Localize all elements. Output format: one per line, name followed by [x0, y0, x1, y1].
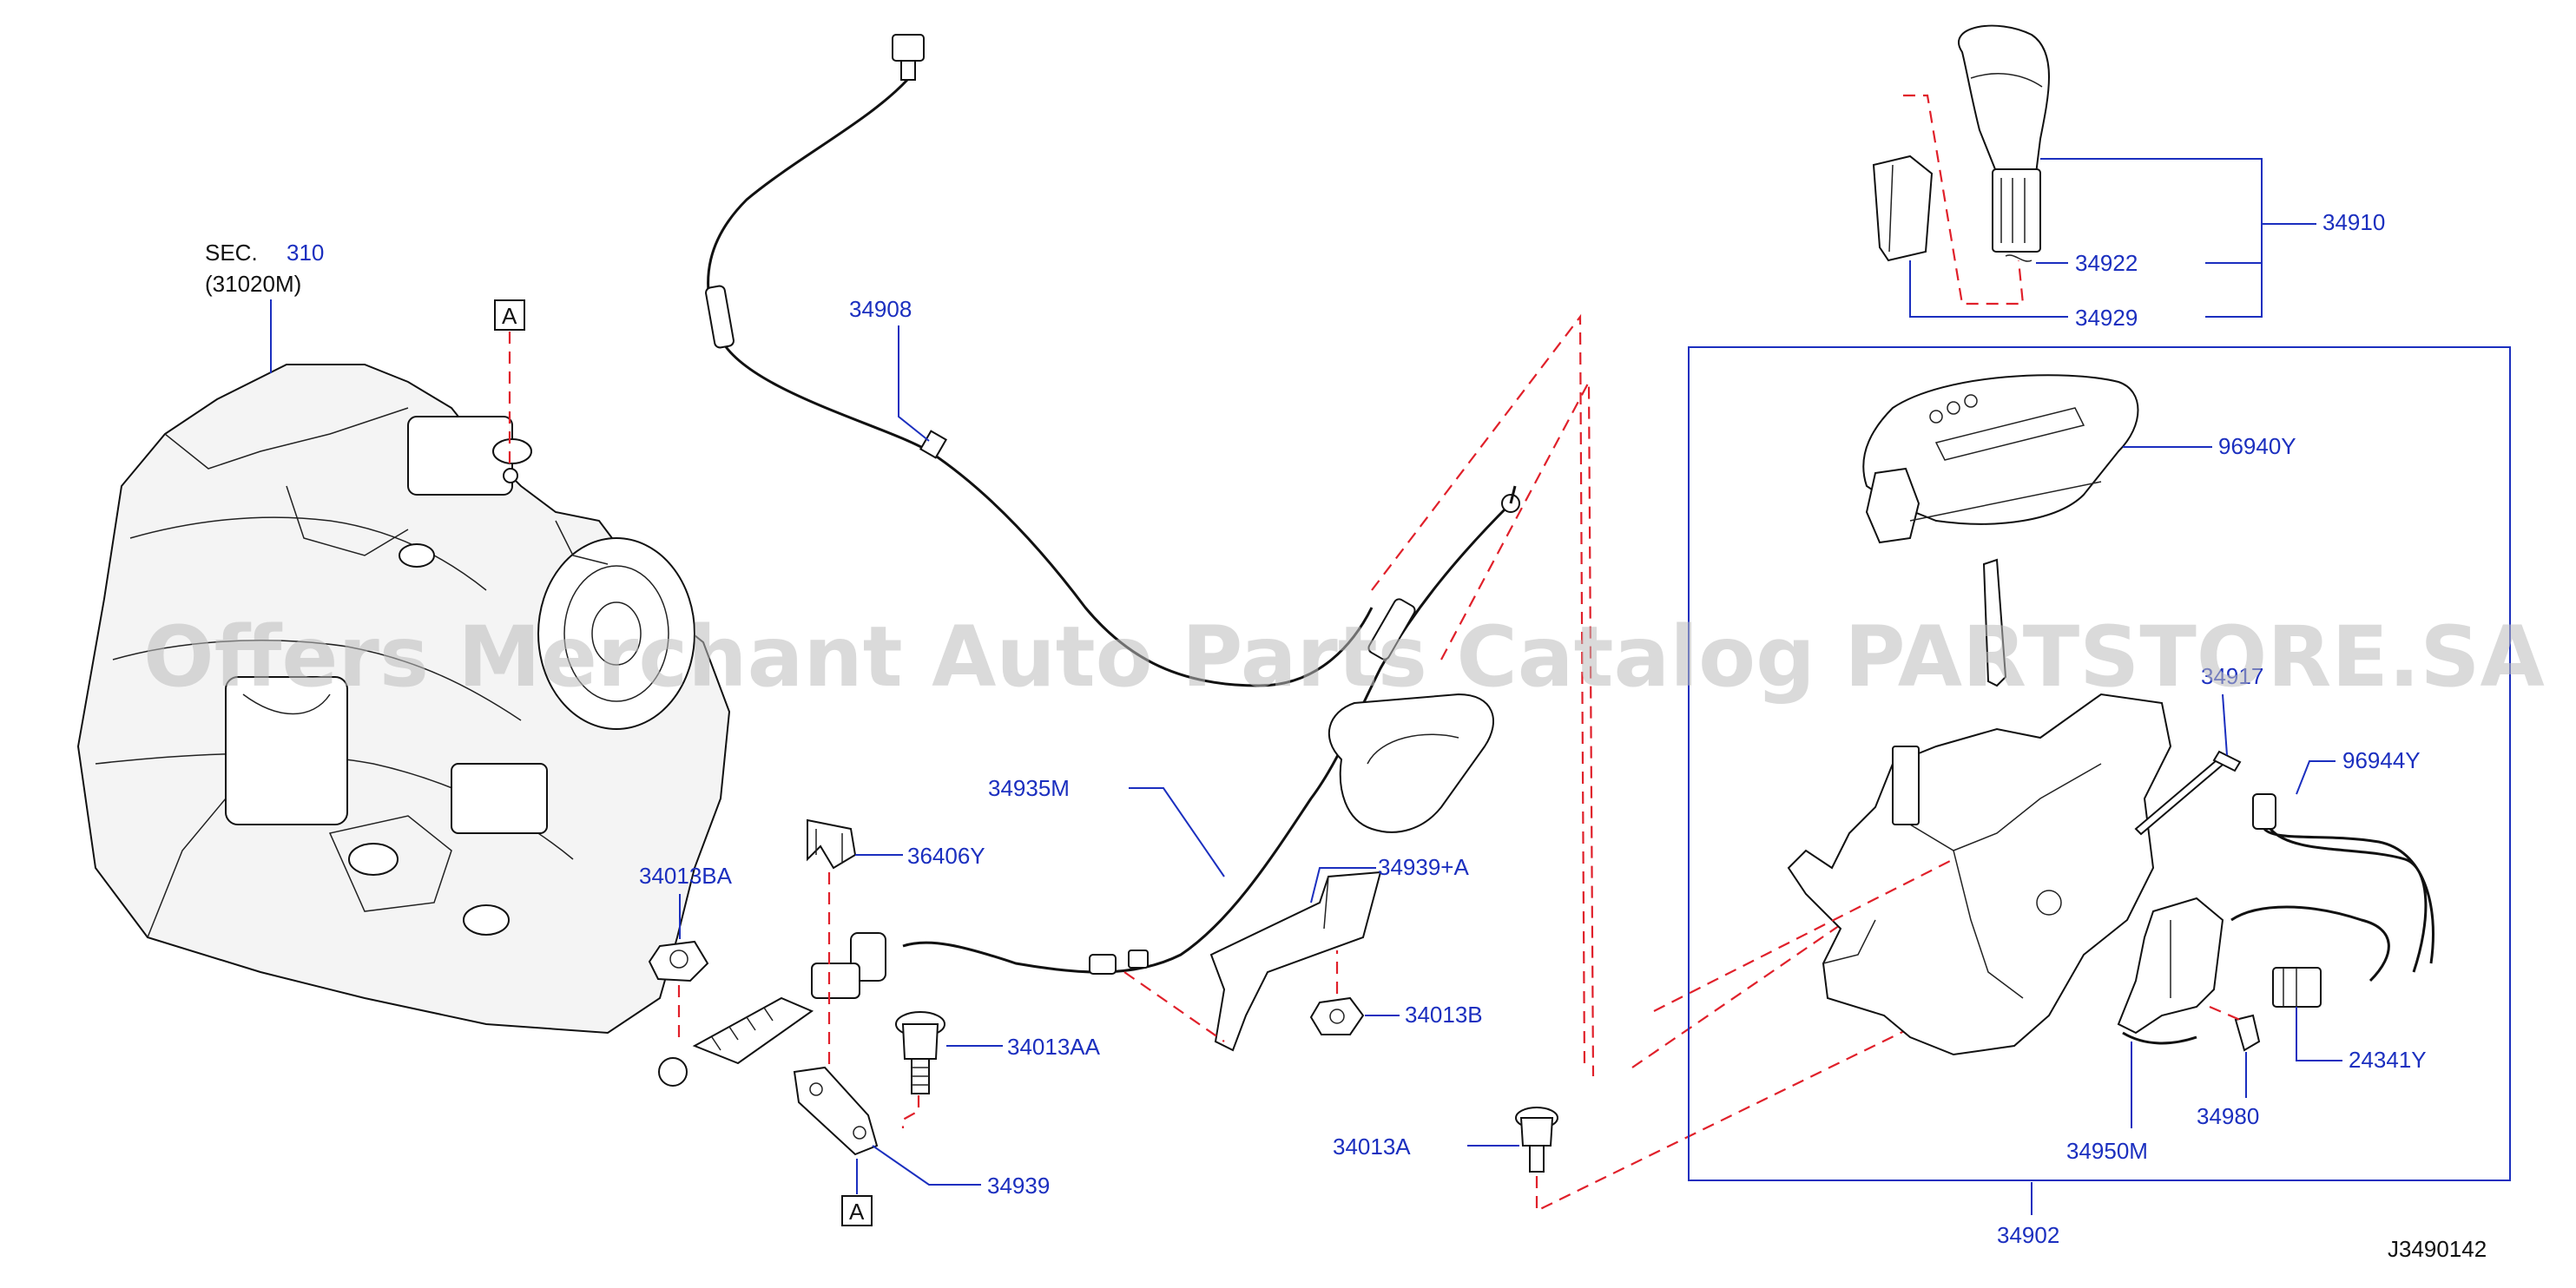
- leader-96944y: [2296, 760, 2336, 795]
- section-subcode: (31020M): [205, 271, 301, 297]
- callout-96944y[interactable]: 96944Y: [2342, 747, 2421, 773]
- knob-cover-34929-drawing: [1872, 154, 1934, 262]
- leader-34935m: [1129, 787, 1225, 877]
- diagram-id: J3490142: [2388, 1236, 2487, 1262]
- view-marker-box-top: [494, 299, 525, 331]
- connector-24341y-drawing: [2272, 967, 2322, 1008]
- indicator-96940y-drawing: [1862, 374, 2139, 544]
- callout-34935m[interactable]: 34935M: [988, 775, 1070, 801]
- callout-34950m[interactable]: 34950M: [2066, 1138, 2148, 1164]
- leader-34917: [2222, 693, 2228, 756]
- callout-34939[interactable]: 34939: [987, 1173, 1050, 1199]
- callout-34980[interactable]: 34980: [2197, 1103, 2259, 1129]
- harness-96944y-drawing: [2230, 793, 2434, 982]
- callout-24341y[interactable]: 24341Y: [2349, 1047, 2427, 1073]
- view-marker-top: A: [502, 303, 517, 329]
- callout-34013b[interactable]: 34013B: [1405, 1002, 1483, 1028]
- callout-96940y[interactable]: 96940Y: [2218, 433, 2296, 459]
- bolt-34013aa-drawing: [895, 1011, 945, 1094]
- view-marker-box-bottom: [841, 1195, 873, 1226]
- leader-34908: [898, 325, 930, 442]
- bracket-34939a-drawing: [1209, 871, 1382, 1052]
- phantom-cable-b: [1440, 381, 1595, 1077]
- leader-34939: [872, 1145, 981, 1186]
- watermark-text: Offers Merchant Auto Parts Catalog PARTS…: [143, 608, 2545, 706]
- callout-34922[interactable]: 34922: [2075, 250, 2138, 276]
- leader-24341y: [2296, 1007, 2342, 1061]
- phantom-cable-a: [1371, 313, 1586, 1068]
- phantom-34013aa: [901, 1095, 920, 1128]
- callout-34013ba[interactable]: 34013BA: [639, 863, 733, 889]
- leader-34939a: [1310, 867, 1376, 904]
- phantom-knob: [1903, 94, 2025, 306]
- callout-34929[interactable]: 34929: [2075, 305, 2138, 331]
- clip-34922-drawing: [2005, 254, 2032, 262]
- callout-34013a[interactable]: 34013A: [1333, 1134, 1411, 1160]
- clip-36406y-drawing: [807, 818, 857, 870]
- transmission-assembly-drawing: [76, 364, 731, 1035]
- leader-34910: [2040, 158, 2316, 318]
- section-prefix: SEC.: [205, 240, 258, 266]
- phantom-34013a: [1535, 1015, 1937, 1212]
- phantom-bracket: [1653, 858, 1954, 1012]
- cable-34935m-drawing: [658, 485, 1520, 1087]
- callout-34908[interactable]: 34908: [849, 296, 912, 322]
- assembly-box-34902: [1688, 346, 2511, 1181]
- pin-34917-drawing: [2134, 750, 2242, 836]
- callout-34917[interactable]: 34917: [2201, 663, 2263, 689]
- callout-36406y[interactable]: 36406Y: [907, 843, 985, 869]
- callout-34013aa[interactable]: 34013AA: [1007, 1034, 1101, 1060]
- sensor-34950m-drawing: [2117, 897, 2224, 1045]
- callout-34939a[interactable]: 34939+A: [1378, 854, 1469, 880]
- switch-34980-drawing: [2234, 1014, 2261, 1052]
- bolt-34013a-drawing: [1515, 1107, 1558, 1173]
- view-marker-bottom: A: [849, 1199, 865, 1225]
- callout-34902[interactable]: 34902: [1997, 1222, 2059, 1248]
- shift-knob-drawing: [1958, 24, 2050, 253]
- section-number[interactable]: 310: [287, 240, 324, 266]
- phantom-34939a: [1123, 971, 1225, 1042]
- shift-lever-bracket-drawing: [1787, 558, 2172, 1056]
- nut-34013ba-drawing: [648, 940, 709, 982]
- leader-34929: [1909, 260, 2068, 318]
- nut-34013b-drawing: [1309, 996, 1365, 1035]
- cable-34908-drawing: [705, 34, 1374, 687]
- phantom-34980: [2209, 1005, 2241, 1022]
- callout-34910[interactable]: 34910: [2322, 209, 2385, 235]
- bracket-34939-drawing: [793, 1066, 879, 1156]
